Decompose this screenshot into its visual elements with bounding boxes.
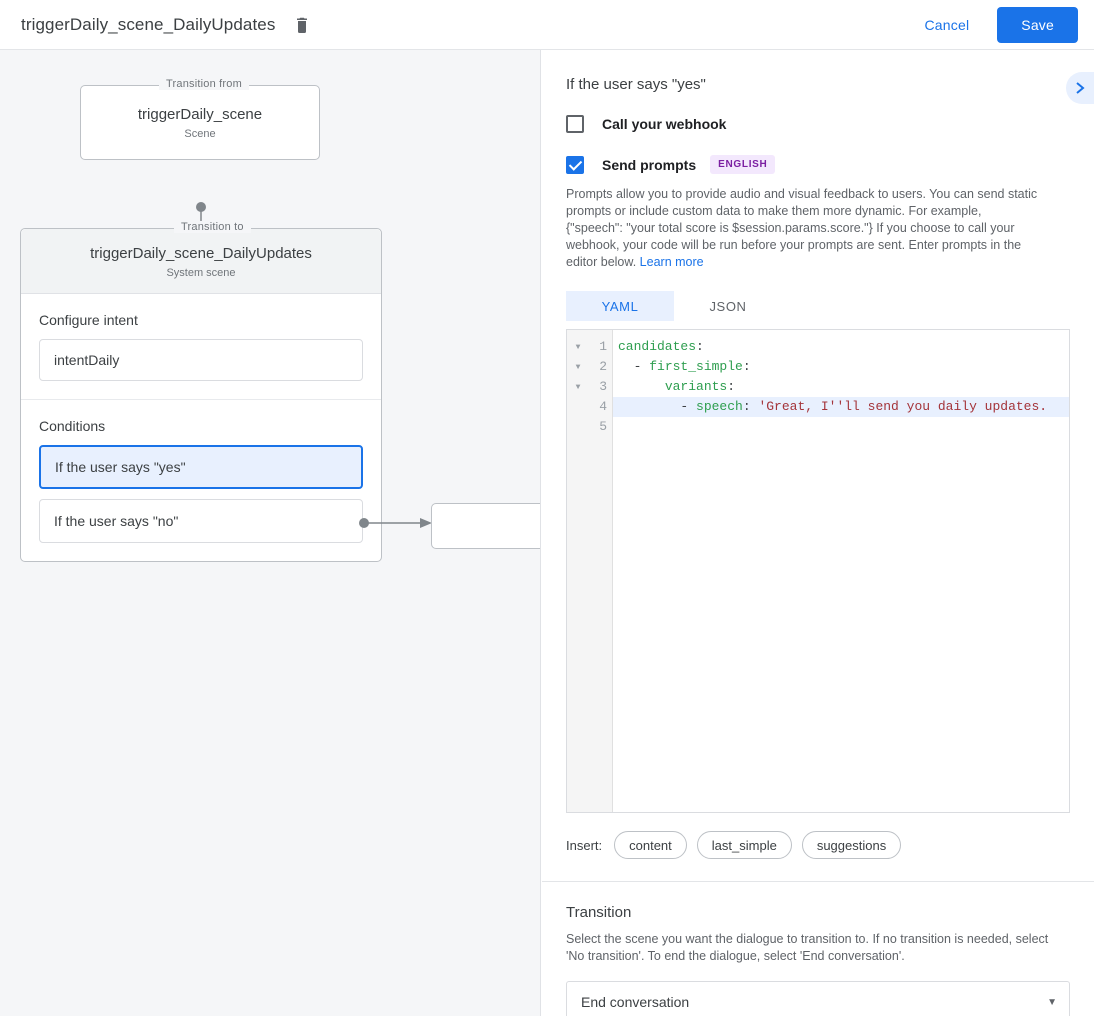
condition-item-yes[interactable]: If the user says "yes" [39,445,363,489]
editor-line-numbers: 1 2 3 4 5 [589,330,613,812]
top-bar: triggerDaily_scene_DailyUpdates Cancel S… [0,0,1094,50]
target-node[interactable] [431,503,540,549]
prompts-description-text: Prompts allow you to provide audio and v… [566,187,1038,269]
webhook-row: Call your webhook [542,115,1094,133]
transition-to-node[interactable]: Transition to triggerDaily_scene_DailyUp… [20,221,382,562]
page-title: triggerDaily_scene_DailyUpdates [21,14,276,34]
configure-intent-label: Configure intent [39,312,138,328]
condition-item-no[interactable]: If the user says "no" [39,499,363,543]
code-line[interactable] [613,417,1069,437]
transition-to-header: triggerDaily_scene_DailyUpdates System s… [21,229,381,294]
transition-to-subtitle: System scene [166,267,236,279]
code-line[interactable]: candidates: [618,339,704,354]
transition-select[interactable]: End conversation ▼ [566,981,1070,1016]
send-prompts-row: Send prompts ENGLISH [542,155,1094,174]
flow-arrow-right [359,518,432,528]
line-number: 3 [599,379,607,394]
transition-select-value: End conversation [581,994,690,1010]
fold-spacer [567,417,589,437]
prompts-description: Prompts allow you to provide audio and v… [542,186,1062,271]
insert-label: Insert: [566,837,603,853]
insert-row: Insert: content last_simple suggestions [542,831,1094,859]
line-number: 1 [599,339,607,354]
cancel-button[interactable]: Cancel [924,16,970,33]
language-badge: ENGLISH [710,155,776,174]
save-button[interactable]: Save [997,6,1078,43]
line-number: 5 [599,419,607,434]
chevron-right-icon [1076,82,1085,94]
transition-section: Transition Select the scene you want the… [542,882,1094,1016]
transition-description: Select the scene you want the dialogue t… [566,932,1049,963]
fold-spacer [567,397,589,417]
insert-chip-last-simple[interactable]: last_simple [696,831,792,859]
insert-chip-content[interactable]: content [614,831,687,859]
call-webhook-label: Call your webhook [602,116,727,132]
conditions-section: Conditions If the user says "yes" If the… [21,400,381,561]
fold-toggle[interactable]: ▼ [575,342,581,352]
fold-toggle[interactable]: ▼ [575,382,581,392]
scene-graph-canvas[interactable]: Transition from triggerDaily_scene Scene… [0,50,541,1016]
expand-panel-button[interactable] [1066,72,1094,104]
panel-title: If the user says "yes" [566,76,706,93]
transition-to-title: triggerDaily_scene_DailyUpdates [90,245,312,262]
prompt-code-editor[interactable]: ▼ ▼ ▼ 1 2 3 4 5 candidates: - first_simp… [566,329,1070,813]
transition-to-legend: Transition to [174,221,251,233]
insert-chip-suggestions[interactable]: suggestions [801,831,902,859]
editor-fold-gutter: ▼ ▼ ▼ [567,330,589,812]
send-prompts-label: Send prompts [602,156,697,173]
chevron-down-icon: ▼ [1047,996,1057,1008]
transition-from-node[interactable]: Transition from triggerDaily_scene Scene [80,78,320,160]
tab-json[interactable]: JSON [709,298,747,314]
panel-header: If the user says "yes" [542,50,1094,104]
learn-more-link[interactable]: Learn more [639,255,704,269]
line-number: 2 [599,359,607,374]
format-tabs: YAML JSON [542,291,1094,321]
editor-code-area[interactable]: candidates: - first_simple: variants: - … [613,330,1069,812]
transition-from-subtitle: Scene [184,128,216,140]
section-divider [542,881,1094,882]
condition-detail-panel: If the user says "yes" Call your webhook… [542,50,1094,1016]
fold-toggle[interactable]: ▼ [575,362,581,372]
intent-field[interactable]: intentDaily [39,339,363,381]
tab-yaml[interactable]: YAML [566,291,674,321]
transition-from-title: triggerDaily_scene [137,106,263,123]
code-line-active[interactable]: - speech: 'Great, I''ll send you daily u… [613,397,1069,417]
transition-title: Transition [566,904,632,921]
top-bar-actions: Cancel Save [911,6,1094,43]
code-line[interactable]: variants: [664,379,736,394]
line-number: 4 [599,399,607,414]
configure-intent-section: Configure intent intentDaily [21,294,381,400]
transition-from-legend: Transition from [159,78,249,90]
call-webhook-checkbox[interactable] [566,115,584,133]
trash-icon [297,17,308,33]
send-prompts-checkbox[interactable] [566,155,584,174]
conditions-label: Conditions [39,418,106,434]
code-line[interactable]: - first_simple: [618,359,751,374]
delete-button[interactable] [289,12,315,38]
